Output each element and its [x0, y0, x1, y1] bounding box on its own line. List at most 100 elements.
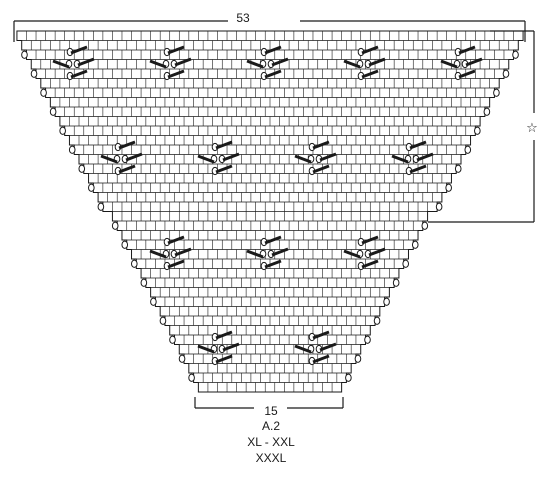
decrease-bar-icon [215, 330, 233, 340]
yarn-over-icon [493, 88, 500, 97]
yarn-over-icon [188, 373, 195, 382]
yarn-over-icon [140, 278, 148, 287]
decrease-bar-icon [312, 140, 330, 150]
decrease-bar-icon [319, 152, 337, 162]
yarn-over-icon [373, 316, 381, 325]
yarn-over-icon [383, 297, 390, 306]
yarn-over-icon [30, 69, 38, 78]
decrease-bar-icon [70, 69, 88, 79]
yarn-over-icon [435, 202, 443, 211]
decrease-bar-icon [264, 45, 282, 55]
yarn-over-icon [421, 221, 429, 230]
yarn-over-icon [78, 164, 86, 173]
decrease-bar-icon [149, 249, 167, 259]
decrease-bar-icon [312, 330, 330, 340]
decrease-bar-icon [125, 152, 143, 162]
decrease-bar-icon [118, 140, 136, 150]
top-stitch-count: 53 [236, 11, 250, 25]
decrease-bar-icon [409, 140, 427, 150]
decrease-bar-icon [391, 154, 409, 164]
chart-name: A.2 [261, 419, 280, 433]
yarn-over-icon [97, 202, 105, 211]
decrease-bar-icon [197, 344, 215, 354]
decrease-bar-icon [167, 235, 185, 245]
decrease-bar-icon [70, 45, 88, 55]
decrease-bar-icon [77, 57, 95, 67]
yarn-over-icon [169, 335, 176, 344]
decrease-bar-icon [215, 140, 233, 150]
decrease-bar-icon [222, 342, 240, 352]
decrease-bar-icon [264, 69, 282, 79]
yarn-over-icon [49, 107, 57, 116]
decrease-bar-icon [215, 164, 233, 174]
yarn-over-icon [121, 240, 129, 249]
chart-brackets [13, 20, 535, 409]
decrease-bar-icon [167, 69, 185, 79]
decrease-bar-icon [100, 154, 118, 164]
decrease-bar-icon [361, 235, 379, 245]
decrease-bar-icon [264, 235, 282, 245]
yarn-over-icon [131, 259, 138, 268]
decrease-bar-icon [294, 344, 312, 354]
decrease-bar-icon [271, 247, 289, 257]
decrease-bar-icon [264, 259, 282, 269]
yarn-over-icon [178, 354, 186, 363]
yarn-over-icon [392, 278, 400, 287]
decrease-bar-icon [319, 342, 337, 352]
decrease-bar-icon [222, 152, 240, 162]
decrease-bar-icon [343, 249, 361, 259]
decrease-bar-icon [118, 164, 136, 174]
chart-grid [16, 30, 524, 393]
decrease-bar-icon [458, 45, 476, 55]
decrease-bar-icon [271, 57, 289, 67]
decrease-bar-icon [149, 59, 167, 69]
yarn-over-icon [474, 126, 481, 135]
yarn-over-icon [345, 373, 352, 382]
yarn-over-icon [483, 107, 491, 116]
yarn-over-symbols [21, 50, 519, 382]
decrease-bar-icon [343, 59, 361, 69]
decrease-bar-icon [361, 69, 379, 79]
yarn-over-icon [88, 183, 95, 192]
bottom-stitch-count: 15 [264, 404, 278, 418]
yarn-over-icon [502, 69, 510, 78]
yarn-over-icon [364, 335, 371, 344]
decrease-bar-icon [174, 57, 192, 67]
yarn-over-icon [68, 145, 76, 154]
repeat-star-icon: ☆ [526, 120, 538, 135]
lace-motifs [52, 45, 483, 366]
decrease-bar-icon [368, 57, 386, 67]
decrease-bar-icon [174, 247, 192, 257]
yarn-over-icon [150, 297, 157, 306]
decrease-bar-icon [465, 57, 483, 67]
size-label-xxxl: XXXL [255, 451, 287, 465]
decrease-bar-icon [167, 259, 185, 269]
yarn-over-icon [402, 259, 410, 268]
yarn-over-icon [40, 88, 47, 97]
decrease-bar-icon [312, 354, 330, 364]
decrease-bar-icon [167, 45, 185, 55]
decrease-bar-icon [458, 69, 476, 79]
decrease-bar-icon [246, 59, 264, 69]
yarn-over-icon [411, 240, 419, 249]
decrease-bar-icon [52, 59, 70, 69]
yarn-over-icon [464, 145, 472, 154]
decrease-bar-icon [246, 249, 264, 259]
yarn-over-icon [159, 316, 167, 325]
decrease-bar-icon [197, 154, 215, 164]
lace-motif [113, 142, 129, 176]
decrease-bar-icon [361, 259, 379, 269]
decrease-bar-icon [440, 59, 458, 69]
decrease-bar-icon [361, 45, 379, 55]
yarn-over-icon [59, 126, 66, 135]
decrease-bar-icon [215, 354, 233, 364]
size-label-xl-xxl: XL - XXL [247, 435, 295, 449]
yarn-over-icon [354, 354, 362, 363]
decrease-bar-icon [294, 154, 312, 164]
yarn-over-icon [111, 221, 119, 230]
yarn-over-icon [512, 50, 519, 59]
decrease-bar-icon [416, 152, 434, 162]
yarn-over-icon [445, 183, 452, 192]
decrease-bar-icon [368, 247, 386, 257]
